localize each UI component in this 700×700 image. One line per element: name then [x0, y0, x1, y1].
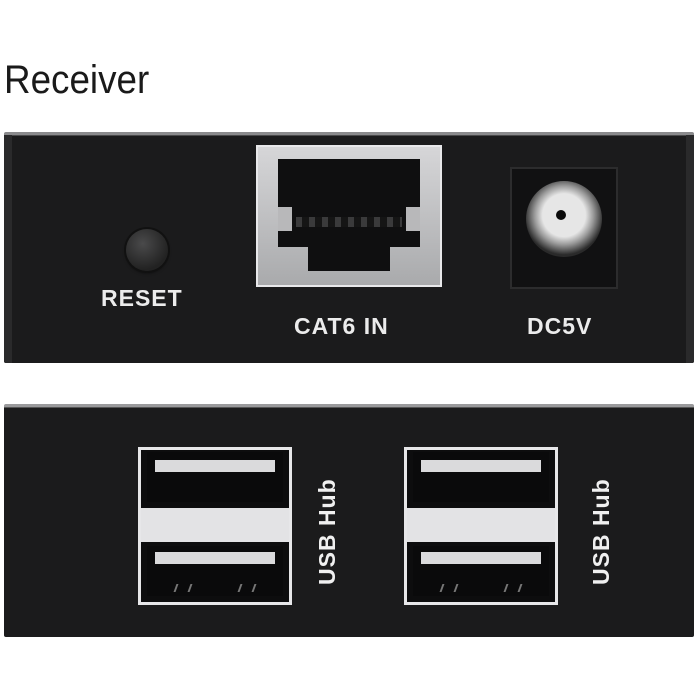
product-title: Receiver: [4, 58, 150, 102]
cat6-port[interactable]: [256, 145, 442, 287]
usb-hub-2: [404, 447, 558, 605]
usb-hub-1: [138, 447, 292, 605]
usb-hub-label-2: USB Hub: [588, 478, 614, 585]
cat6-port-opening: [278, 159, 420, 247]
usb-hub-label-1: USB Hub: [314, 478, 340, 585]
reset-button[interactable]: [126, 229, 168, 271]
dc5v-label: DC5V: [527, 313, 593, 339]
cat6-in-label: CAT6 IN: [294, 313, 389, 339]
panel-edge-right: [686, 135, 694, 363]
usb-port-1[interactable]: [147, 452, 283, 502]
reset-label: RESET: [101, 285, 183, 311]
dc-power-jack[interactable]: [510, 167, 618, 289]
usb-port-4[interactable]: [413, 546, 549, 596]
dc-jack-pin: [556, 210, 566, 220]
usb-port-2[interactable]: [147, 546, 283, 596]
usb-port-3[interactable]: [413, 452, 549, 502]
cat6-port-latch-slot: [308, 245, 390, 271]
receiver-front-panel: RESET CAT6 IN DC5V: [4, 132, 694, 363]
cat6-port-pins: [296, 217, 402, 227]
panel-edge-left: [4, 135, 12, 363]
receiver-usb-panel: USB Hub USB Hub: [4, 404, 694, 637]
